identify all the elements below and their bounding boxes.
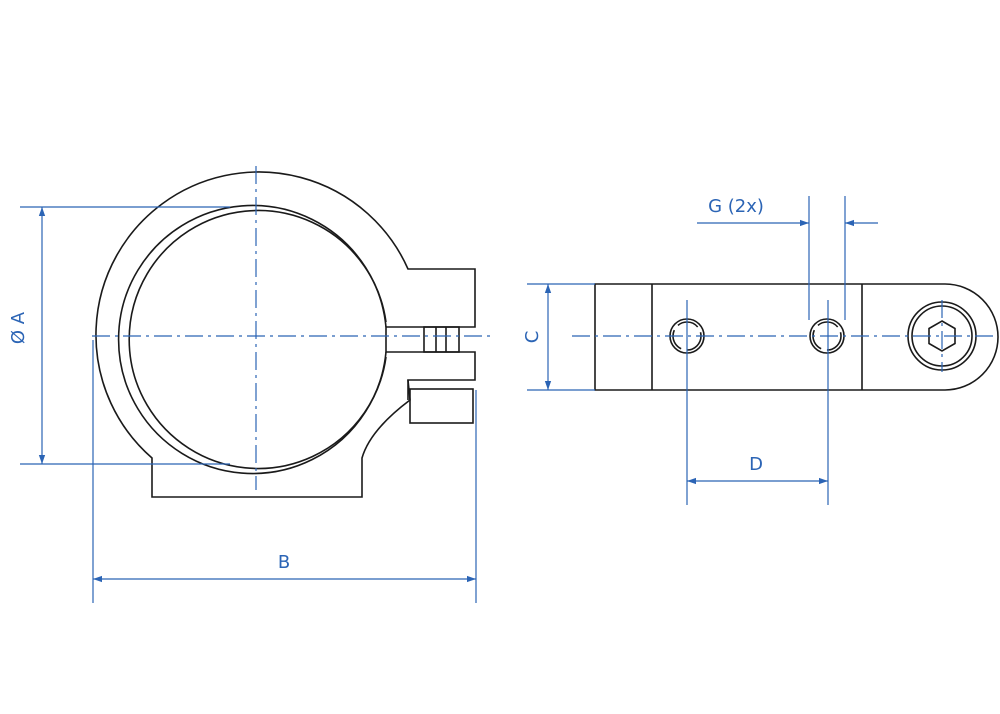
dimension-g-label: G (2x) [708,196,764,217]
clamp-inner-ring [128,209,387,470]
dimension-a-label: Ø A [8,311,29,344]
side-center-lines [572,300,998,372]
clamp-bore-outline [117,204,387,475]
clamp-side-outline [594,283,999,391]
dimension-c [527,283,595,391]
side-view [594,283,999,391]
clamp-outer-outline [95,171,476,498]
dimension-d-label: D [749,454,763,475]
dimension-b [92,340,477,603]
dimension-a [20,206,230,465]
nut-block [409,388,474,424]
dimension-c-label: C [522,331,543,344]
dimension-b-label: B [278,552,290,573]
screw-shank [423,326,460,353]
dimension-g [697,196,878,320]
front-center-lines [92,166,492,490]
front-view [95,171,476,498]
dimension-d [686,300,829,505]
